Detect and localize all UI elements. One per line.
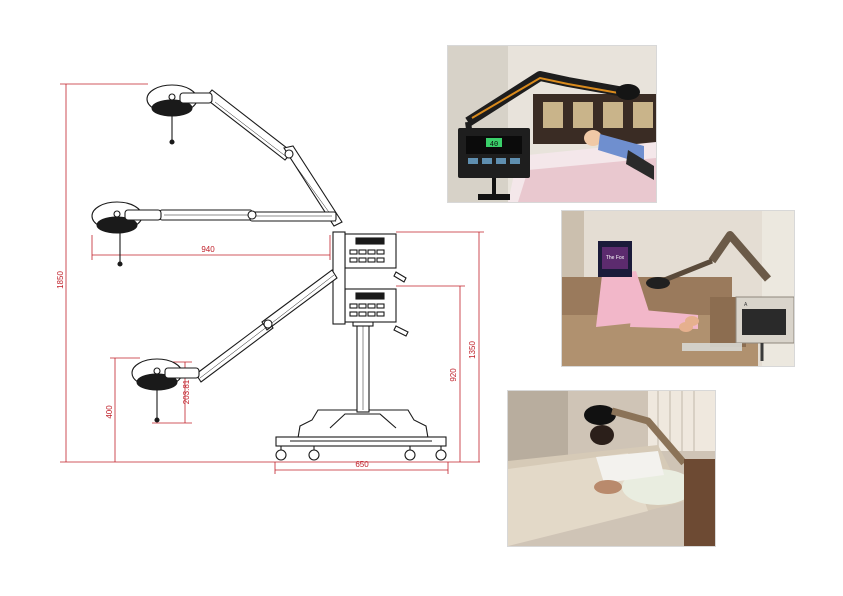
photo-infant-treatment-illustration: 40 (448, 46, 656, 202)
photo-bedside-illustration (508, 391, 715, 546)
photo-bedside-treatment (508, 391, 715, 546)
dim-label-head-size: 203.81 (182, 379, 191, 404)
arm-horizontal-position (159, 209, 337, 222)
lamp-head-horizontal (91, 201, 162, 267)
device-base (275, 409, 447, 461)
dim-label-panel-high-height: 1350 (468, 341, 477, 359)
arm-lowered-position (195, 269, 338, 383)
dim-label-panel-low-height: 920 (449, 368, 458, 382)
lamp-head-raised (146, 84, 213, 145)
device-line-art (91, 84, 447, 461)
photo-book-title: The Fox (606, 255, 625, 261)
dim-label-head-low-height: 400 (105, 405, 114, 419)
lower-control-panel (344, 288, 409, 337)
photo-display-time: 40 (490, 141, 498, 149)
upper-control-panel (344, 233, 407, 283)
dim-label-arm-reach: 940 (201, 245, 215, 254)
photo-panel-brand: A (744, 302, 748, 308)
lamp-head-lowered (131, 358, 200, 423)
photo-adult-sofa-treatment: The Fox A (562, 211, 794, 366)
device-column (352, 317, 374, 413)
arm-raised-position (204, 89, 343, 227)
dimension-lines (60, 83, 484, 474)
photo-infant-treatment: 40 (448, 46, 656, 202)
photo-adult-sofa-illustration: The Fox A (562, 211, 794, 366)
dim-label-total-height: 1850 (56, 271, 65, 289)
dim-label-base-width: 650 (355, 460, 369, 469)
